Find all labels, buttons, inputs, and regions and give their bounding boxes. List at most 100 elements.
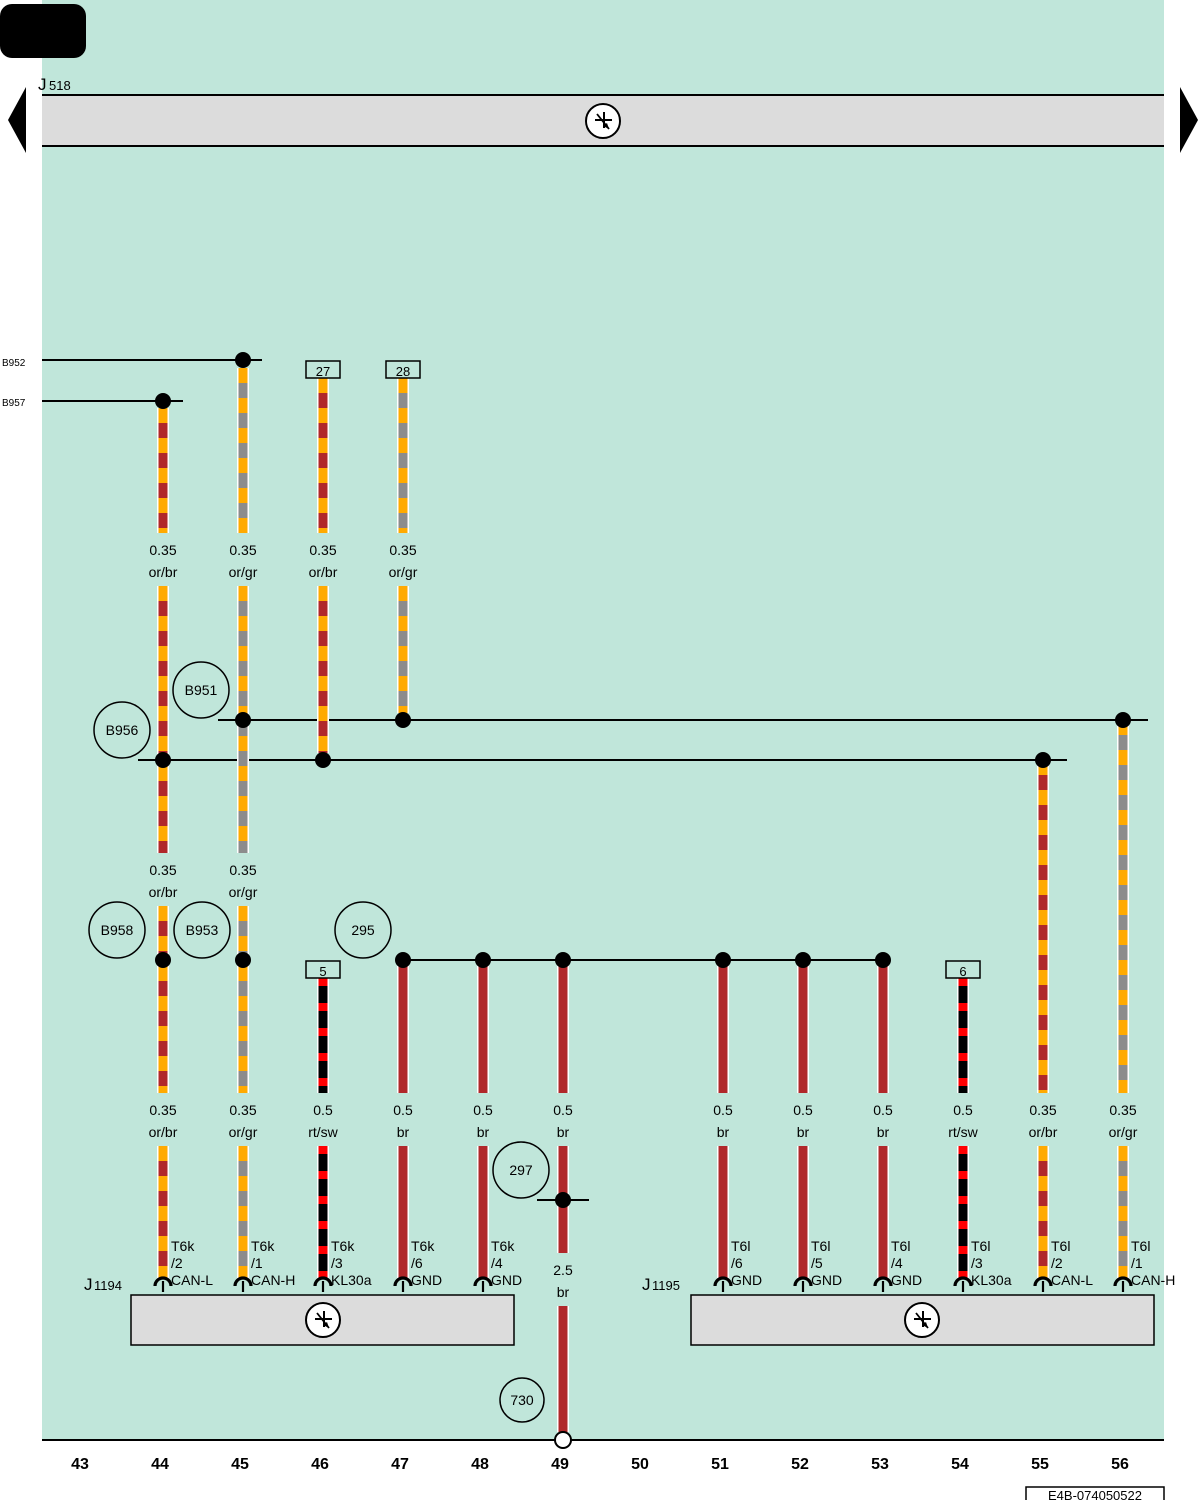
- wire-segment: [237, 368, 249, 533]
- pin-function: GND: [811, 1272, 842, 1288]
- svg-text:295: 295: [351, 922, 375, 938]
- pin-id: /1: [1131, 1255, 1143, 1271]
- splice-dots: [155, 352, 1131, 1208]
- column-number: 45: [231, 1456, 249, 1473]
- splice-dot: [155, 393, 171, 409]
- wire-label-layer: 0.35 or/br 0.35 or/gr 0.35 or/br 0.35 or…: [149, 542, 1138, 1300]
- wire-size: 0.5: [953, 1102, 973, 1118]
- wire-segment: [557, 960, 569, 1093]
- ecu-symbol-icon: [904, 1302, 940, 1338]
- wire-color: br: [557, 1124, 570, 1140]
- svg-text:B956: B956: [106, 722, 139, 738]
- column-number: 49: [551, 1456, 569, 1473]
- pin-function: KL30a: [971, 1272, 1012, 1288]
- wire-size: 0.35: [149, 542, 176, 558]
- pin-id: /5: [811, 1255, 823, 1271]
- pin-id: /2: [171, 1255, 183, 1271]
- connector-box-5: 5: [305, 960, 341, 979]
- wire-segment: [1117, 1146, 1129, 1278]
- wire-color: or/gr: [229, 1124, 258, 1140]
- column-number: 43: [71, 1456, 89, 1473]
- svg-text:B953: B953: [186, 922, 219, 938]
- wire-segment: [557, 1306, 569, 1432]
- next-page-icon[interactable]: [1180, 87, 1198, 153]
- wire-color: br: [877, 1124, 890, 1140]
- page-tab[interactable]: [0, 4, 86, 58]
- column-number: 53: [871, 1456, 889, 1473]
- column-number: 44: [151, 1456, 169, 1473]
- svg-text:5: 5: [319, 964, 326, 979]
- wire-color: or/gr: [229, 564, 258, 580]
- pin-id: /3: [331, 1255, 343, 1271]
- pin-id: T6l: [891, 1238, 910, 1254]
- splice-dot: [315, 752, 331, 768]
- splice-label-297: 297: [492, 1141, 550, 1199]
- splice-label-b958: B958: [88, 901, 146, 959]
- previous-page-icon[interactable]: [8, 87, 26, 153]
- column-number: 50: [631, 1456, 649, 1473]
- component-j1194-sub: 1194: [94, 1278, 122, 1293]
- ground-point-label-730: 730: [499, 1377, 545, 1423]
- wire-segment: [717, 1146, 729, 1278]
- pin-id: T6l: [811, 1238, 830, 1254]
- column-number: 47: [391, 1456, 409, 1473]
- wire-color: or/br: [149, 564, 178, 580]
- wire-color: br: [397, 1124, 410, 1140]
- component-j518-label: J: [38, 75, 47, 94]
- wire-segment: [317, 978, 329, 1093]
- splice-dot: [475, 952, 491, 968]
- pin-id: /6: [731, 1255, 743, 1271]
- pin-id: T6k: [251, 1238, 275, 1254]
- drawing-reference: E4B-074050522: [1048, 1488, 1142, 1500]
- splice-dot: [1035, 752, 1051, 768]
- svg-text:28: 28: [396, 364, 410, 379]
- bus-label-b952: B952: [2, 358, 26, 369]
- column-number: 46: [311, 1456, 329, 1473]
- wire-color: or/gr: [389, 564, 418, 580]
- splice-dot: [795, 952, 811, 968]
- pin-id: T6l: [1131, 1238, 1150, 1254]
- wire-segment: [237, 906, 249, 1093]
- wire-segment: [157, 586, 169, 853]
- wire-color: or/br: [1029, 1124, 1058, 1140]
- wire-color: or/br: [309, 564, 338, 580]
- splice-dot: [155, 752, 171, 768]
- wire-segment: [397, 378, 409, 533]
- column-number: 48: [471, 1456, 489, 1473]
- wire-size: 0.35: [1029, 1102, 1056, 1118]
- pin-id: /1: [251, 1255, 263, 1271]
- wire-segment: [797, 1146, 809, 1278]
- wire-color: rt/sw: [308, 1124, 338, 1140]
- pin-function: KL30a: [331, 1272, 372, 1288]
- pin-function: CAN-L: [171, 1272, 213, 1288]
- svg-text:B958: B958: [101, 922, 134, 938]
- wire-color: br: [557, 1284, 570, 1300]
- pin-id: /3: [971, 1255, 983, 1271]
- splice-dot: [155, 952, 171, 968]
- component-j1194-label: J: [84, 1275, 93, 1294]
- splice-label-295: 295: [334, 901, 392, 959]
- wire-segment: [957, 978, 969, 1093]
- wire-size: 0.5: [393, 1102, 413, 1118]
- wire-segment: [1037, 760, 1049, 1093]
- column-number: 52: [791, 1456, 809, 1473]
- wire-segment: [397, 1146, 409, 1278]
- pin-id: T6k: [411, 1238, 435, 1254]
- wire-size: 0.5: [553, 1102, 573, 1118]
- splice-label-b951: B951: [172, 661, 230, 719]
- svg-text:27: 27: [316, 364, 330, 379]
- wire-color: or/br: [149, 884, 178, 900]
- splice-dot: [555, 1192, 571, 1208]
- wire-segment: [797, 960, 809, 1093]
- pin-label-layer: T6k/2CAN-LT6k/1CAN-HT6k/3KL30aT6k/6GNDT6…: [153, 1238, 1175, 1294]
- bus-label-b957: B957: [2, 398, 26, 409]
- wire-segment: [317, 1146, 329, 1278]
